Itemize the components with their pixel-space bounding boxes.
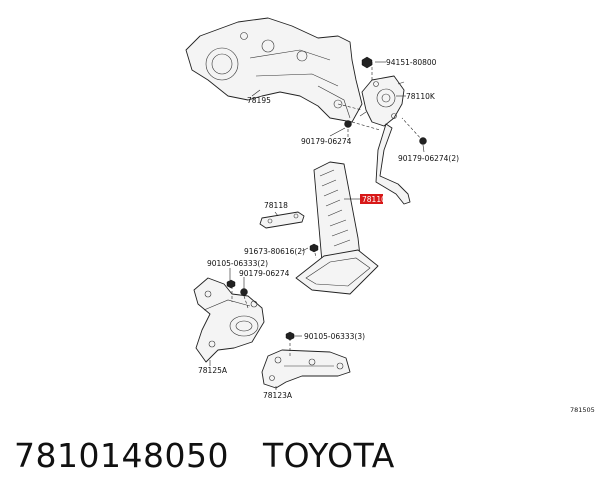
pedal-pad-drawing — [295, 161, 379, 295]
throttle-sensor-drawing — [359, 75, 405, 127]
label-94151-80800: 94151-80800 — [386, 58, 437, 67]
label-78110-highlight[interactable]: 78110 — [362, 195, 386, 204]
label-78118: 78118 — [264, 201, 288, 210]
lower-left-bracket-drawing — [193, 277, 265, 363]
label-90179-06274-mid: 90179-06274 — [301, 137, 352, 146]
figure-reference: 781505 — [570, 406, 595, 414]
label-90179-06274-lower: 90179-06274 — [239, 269, 290, 278]
label-90105-06333-left: 90105-06333(2) — [207, 259, 268, 268]
leader-lines — [209, 61, 425, 390]
label-90105-06333-right: 90105-06333(3) — [304, 332, 365, 341]
brand-name: TOYOTA — [262, 436, 395, 475]
upper-bracket-drawing — [185, 17, 363, 123]
label-78195: 78195 — [247, 96, 271, 105]
pedal-arm-drawing — [375, 123, 411, 205]
assembly-lines — [231, 62, 424, 356]
part-number: 7810148050 — [14, 436, 229, 475]
label-78123a: 78123A — [263, 391, 293, 400]
part-caption: 7810148050 TOYOTA — [14, 436, 395, 475]
label-78110k: 78110K — [406, 92, 436, 101]
pedal-highlight-box — [360, 194, 383, 204]
label-78125a: 78125A — [198, 366, 228, 375]
lower-right-bracket-drawing — [261, 349, 351, 389]
plate-drawing — [259, 211, 305, 229]
label-90179-06274-right: 90179-06274(2) — [398, 154, 459, 163]
label-91673-80616: 91673-80616(2) — [244, 247, 305, 256]
